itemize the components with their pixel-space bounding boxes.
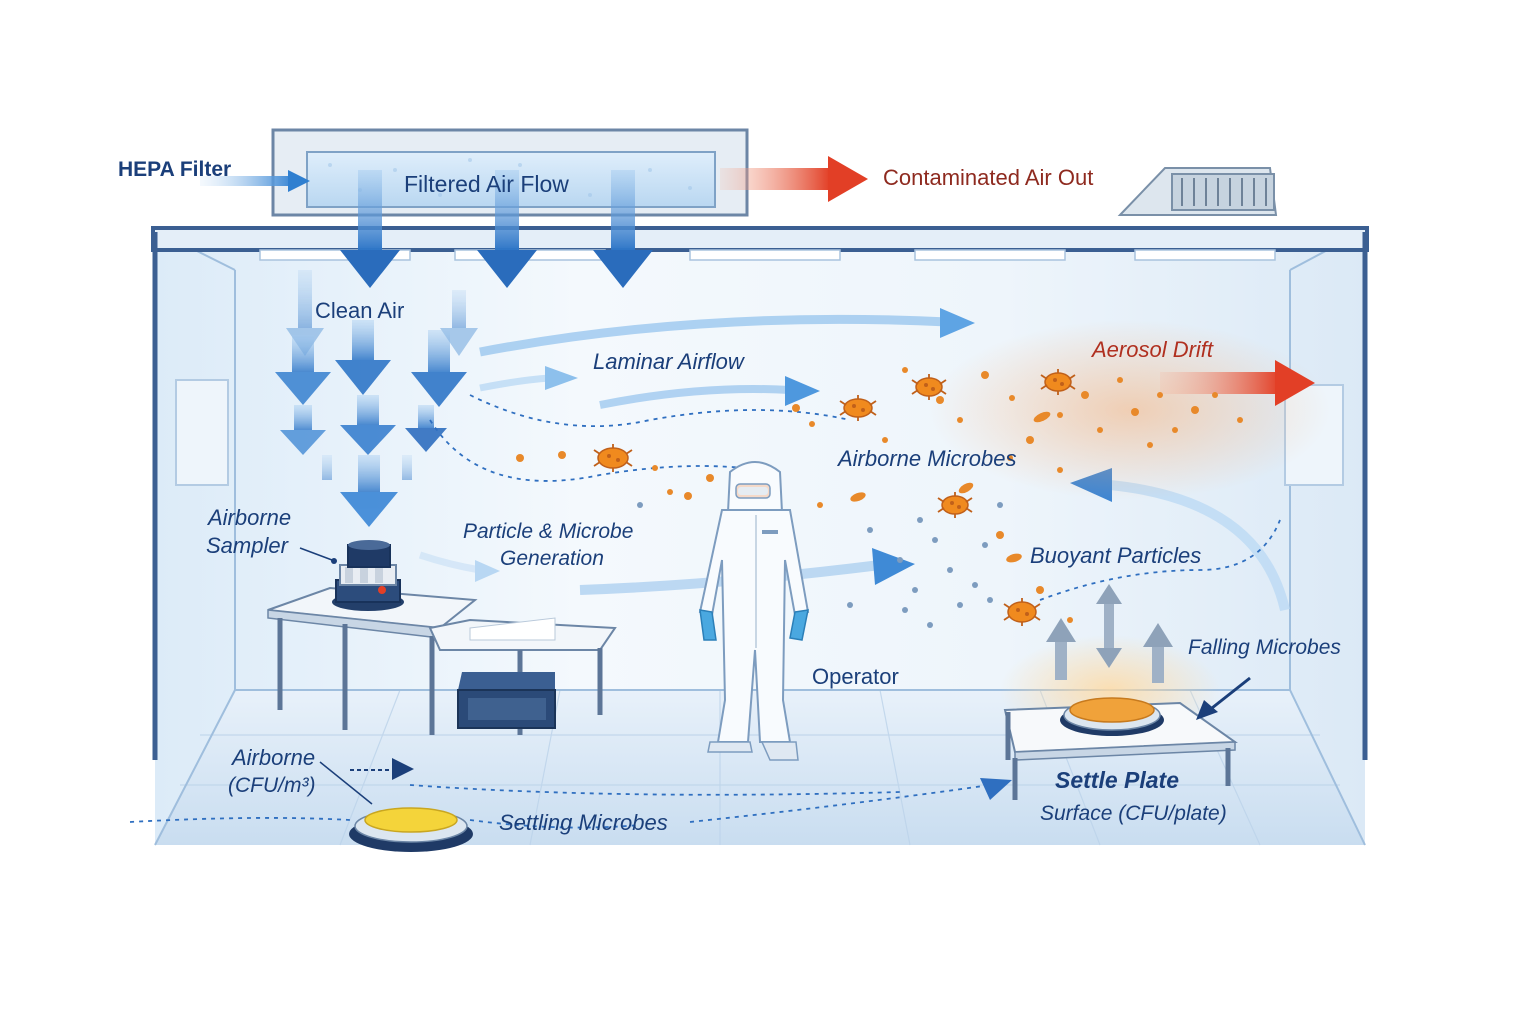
buoyant-particles-label: Buoyant Particles bbox=[1030, 543, 1202, 568]
settle-plate-icon bbox=[1060, 697, 1164, 736]
clean-air-label: Clean Air bbox=[315, 298, 405, 323]
airborne-sampler-label-line2: Sampler bbox=[206, 533, 288, 558]
buoyant-arrows bbox=[1046, 584, 1173, 683]
aerosol-drift-arrow bbox=[1160, 360, 1315, 406]
dashed-flow-arrowheads bbox=[392, 758, 1012, 800]
microbe-icon bbox=[839, 395, 877, 421]
exhaust-vent-icon bbox=[1117, 167, 1278, 216]
airborne-sampler-label-line1: Airborne bbox=[208, 505, 292, 530]
particle-generation-label-line1: Particle & Microbe bbox=[463, 520, 634, 543]
microbe-icon bbox=[1040, 369, 1076, 395]
sampler-leader bbox=[299, 547, 337, 564]
filtered-air-flow-label: Filtered Air Flow bbox=[404, 171, 569, 197]
clean-air-arrows bbox=[275, 270, 478, 527]
falling-microbes-pointer bbox=[1196, 676, 1251, 720]
settle-plate-label: Settle Plate bbox=[1055, 767, 1179, 793]
airborne-cfu-pointer bbox=[319, 761, 395, 805]
microbe-icons bbox=[593, 369, 1076, 626]
microbe-icon bbox=[593, 444, 633, 472]
particle-generation-label-line2: Generation bbox=[500, 547, 604, 570]
settling-microbes-label: Settling Microbes bbox=[499, 810, 668, 835]
contaminated-air-out-label: Contaminated Air Out bbox=[883, 165, 1094, 190]
hepa-filter-label: HEPA Filter bbox=[118, 158, 232, 181]
floor-settle-plate-icon bbox=[349, 807, 473, 852]
lab-table-icon bbox=[267, 586, 617, 735]
particle-dots bbox=[516, 367, 1243, 628]
hepa-input-arrow bbox=[200, 170, 310, 192]
operator-label: Operator bbox=[812, 664, 899, 689]
airborne-unit-label-line1: Airborne bbox=[232, 745, 316, 770]
laminar-airflow-label: Laminar Airflow bbox=[593, 349, 744, 374]
dashed-flow-paths bbox=[129, 394, 1281, 829]
microbe-icon bbox=[1003, 598, 1041, 626]
airborne-sampler-icon bbox=[332, 540, 404, 611]
surface-unit-label: Surface (CFU/plate) bbox=[1040, 802, 1227, 825]
contaminated-air-out-arrow bbox=[720, 156, 868, 202]
operator-icon bbox=[698, 461, 810, 761]
microbe-icon bbox=[911, 374, 947, 400]
aerosol-drift-label: Aerosol Drift bbox=[1092, 337, 1214, 362]
falling-microbes-label: Falling Microbes bbox=[1188, 636, 1341, 659]
airborne-unit-label-line2: (CFU/m³) bbox=[228, 774, 316, 797]
airborne-microbes-label: Airborne Microbes bbox=[838, 446, 1017, 471]
microbe-icon bbox=[937, 492, 973, 518]
filtered-air-arrows bbox=[340, 170, 653, 288]
